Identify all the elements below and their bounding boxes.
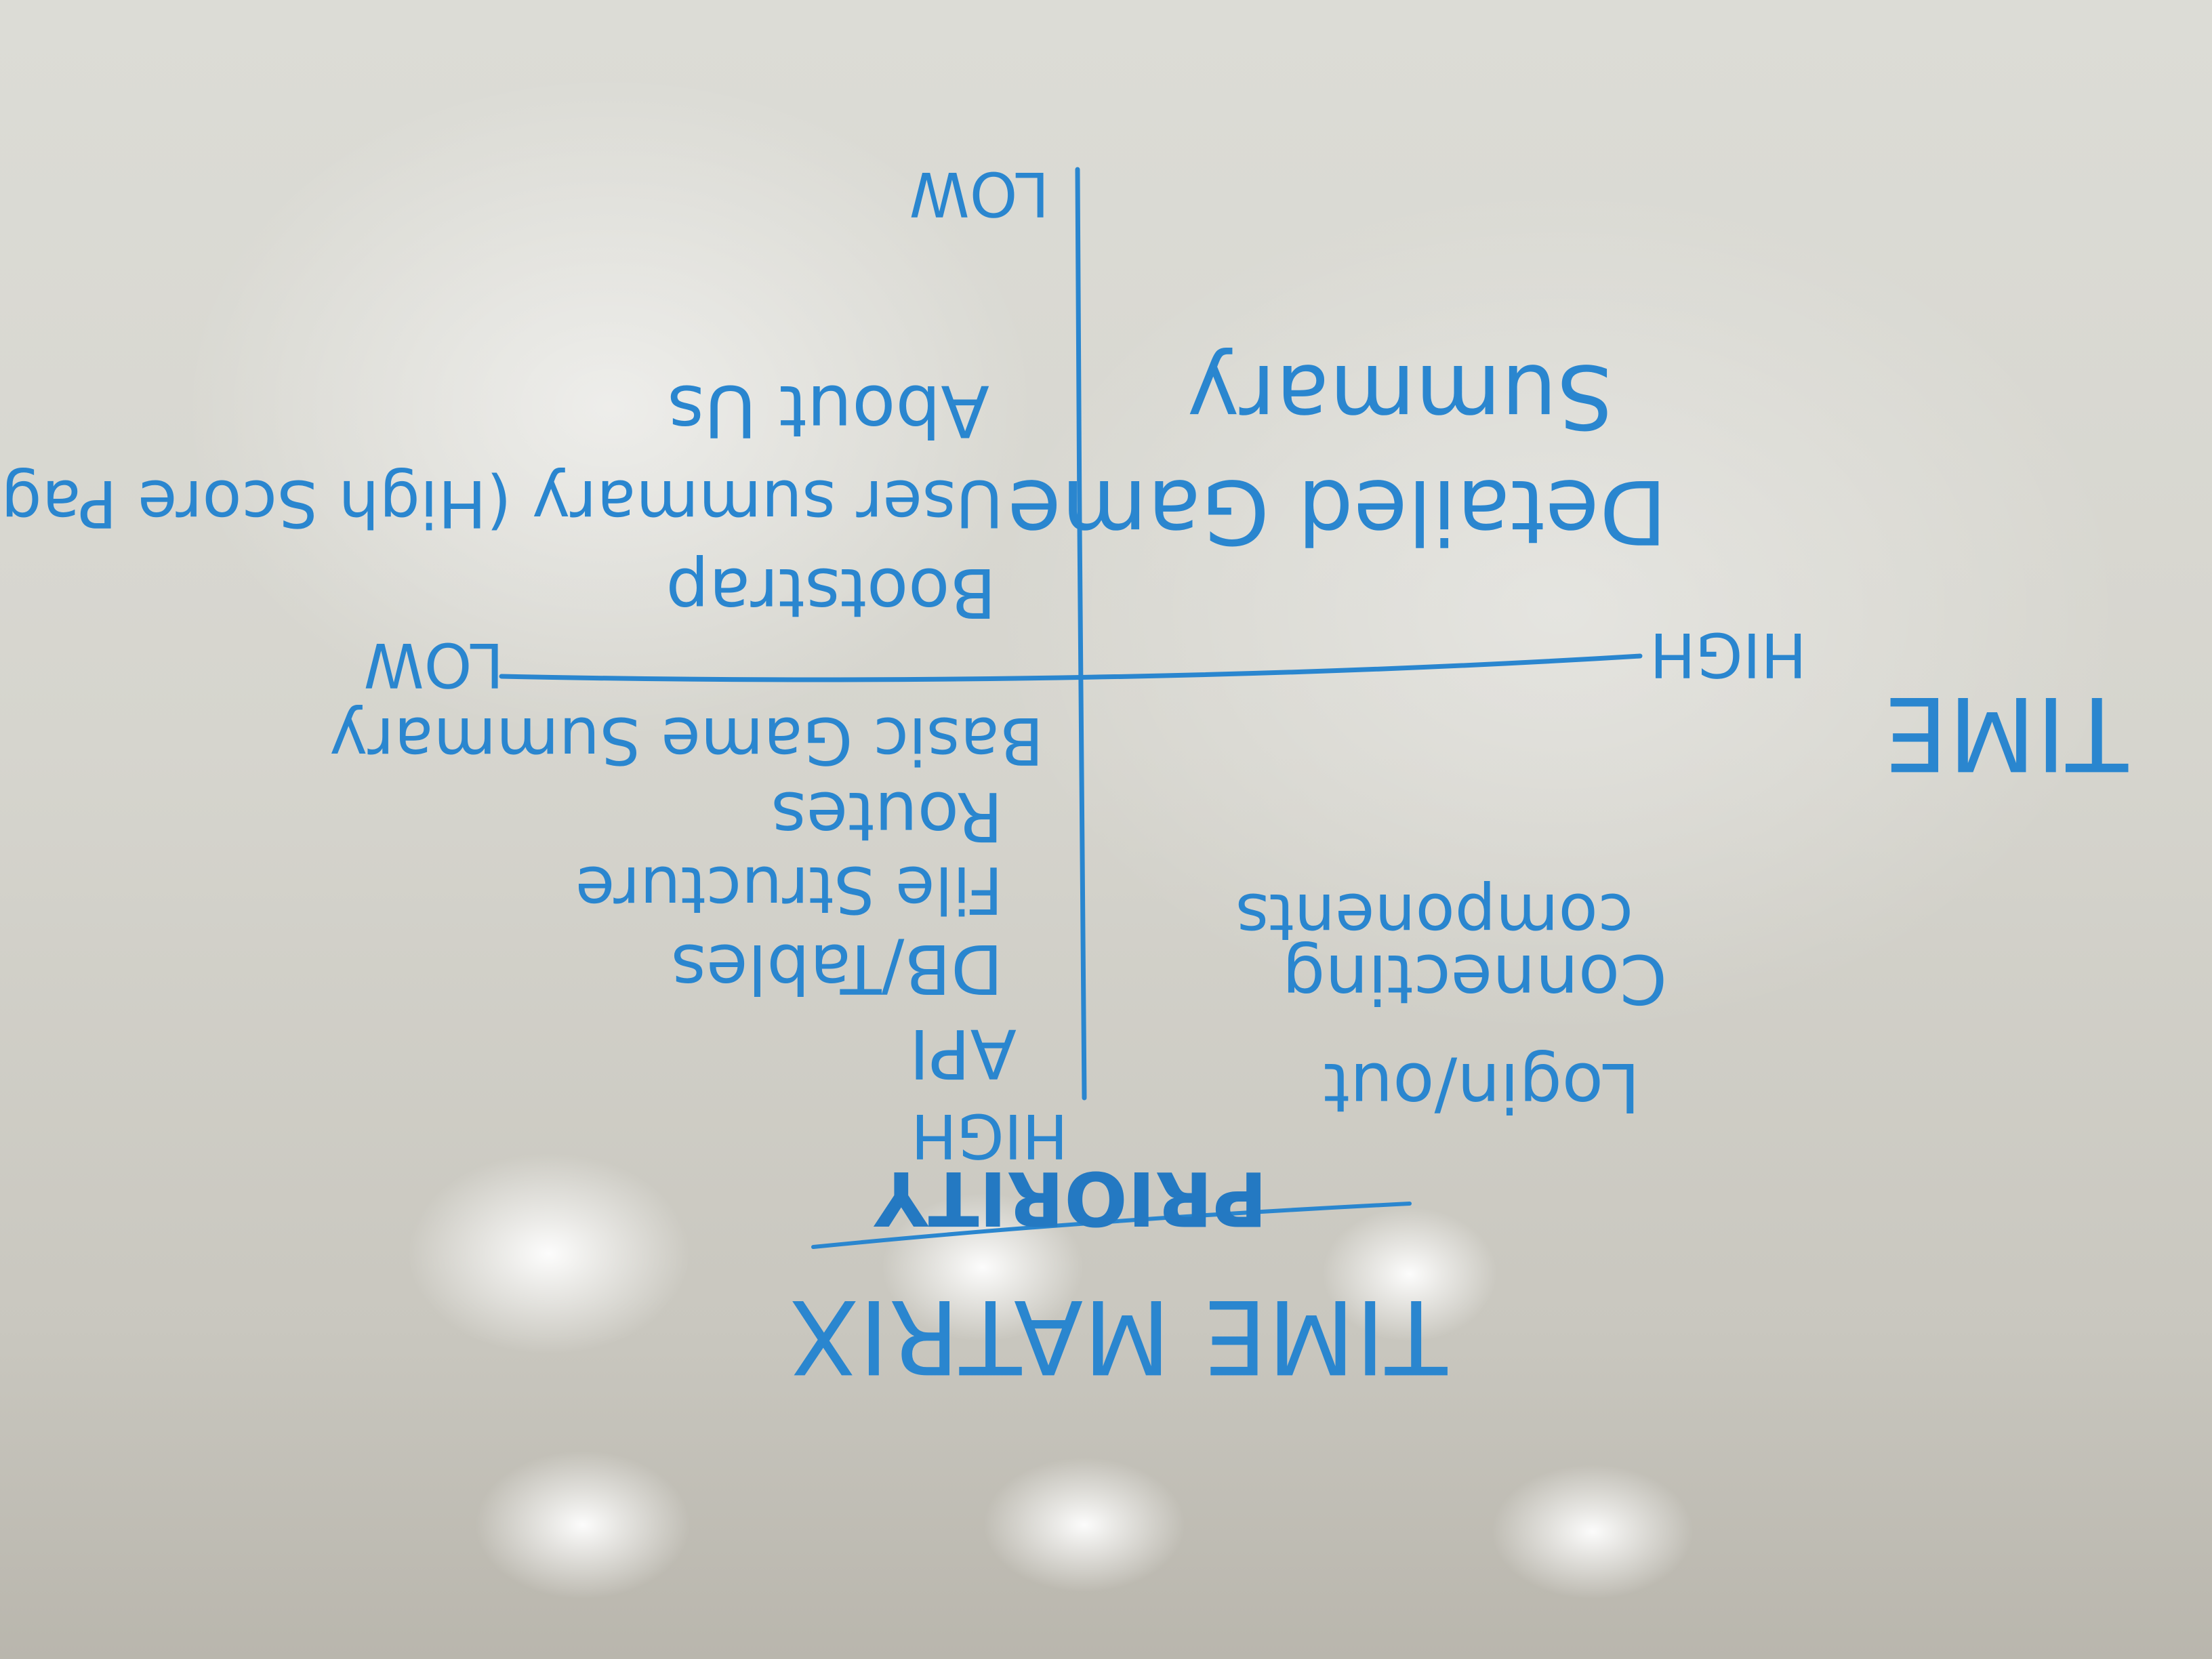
list-item: Basic Game Summary — [329, 703, 1044, 777]
list-item: Bootstrap — [666, 553, 996, 632]
list-item: Detailed Game — [1007, 460, 1667, 563]
list-item: File Structure — [575, 852, 1003, 926]
quadrant-low-priority-low-time: Bootstrap User summary (High Score Page)… — [0, 369, 1003, 632]
title-priority: PRIORITY — [874, 1155, 1267, 1242]
list-item: Routes — [771, 777, 1003, 856]
quadrant-high-priority-low-time: API DB/Tables File Structure Routes Basi… — [329, 703, 1044, 1093]
title-time-matrix: TIME MATRIX — [790, 1277, 1448, 1395]
time-high-label: HIGH — [1650, 619, 1807, 690]
time-axis-label: TIME — [1884, 674, 2129, 792]
light-glare — [474, 1450, 691, 1599]
light-glare — [407, 1152, 691, 1355]
light-glare — [1322, 1206, 1498, 1342]
title-underline — [811, 1202, 1412, 1249]
vertical-axis-line — [1075, 167, 1087, 1101]
priority-low-label: LOW — [909, 158, 1050, 229]
quadrant-low-priority-high-time: Detailed Game Summary — [1007, 345, 1667, 563]
priority-high-label: HIGH — [911, 1100, 1068, 1171]
list-item: Login/out — [1324, 1048, 1640, 1127]
light-glare — [983, 1457, 1186, 1593]
horizontal-axis-line — [499, 653, 1643, 682]
list-item: Summary — [1187, 345, 1613, 448]
quadrant-high-priority-high-time: Login/out Connecting components — [1235, 879, 1667, 1127]
light-glare — [1491, 1464, 1694, 1599]
time-low-label: LOW — [364, 629, 504, 700]
list-item: User summary (High Score Page) — [0, 466, 1003, 540]
list-item: components — [1235, 879, 1633, 954]
list-item: About Us — [668, 369, 989, 452]
list-item: API — [909, 1014, 1017, 1093]
light-glare — [881, 1193, 1084, 1342]
list-item: DB/Tables — [671, 929, 1003, 1008]
list-item: Connecting — [1282, 939, 1667, 1019]
